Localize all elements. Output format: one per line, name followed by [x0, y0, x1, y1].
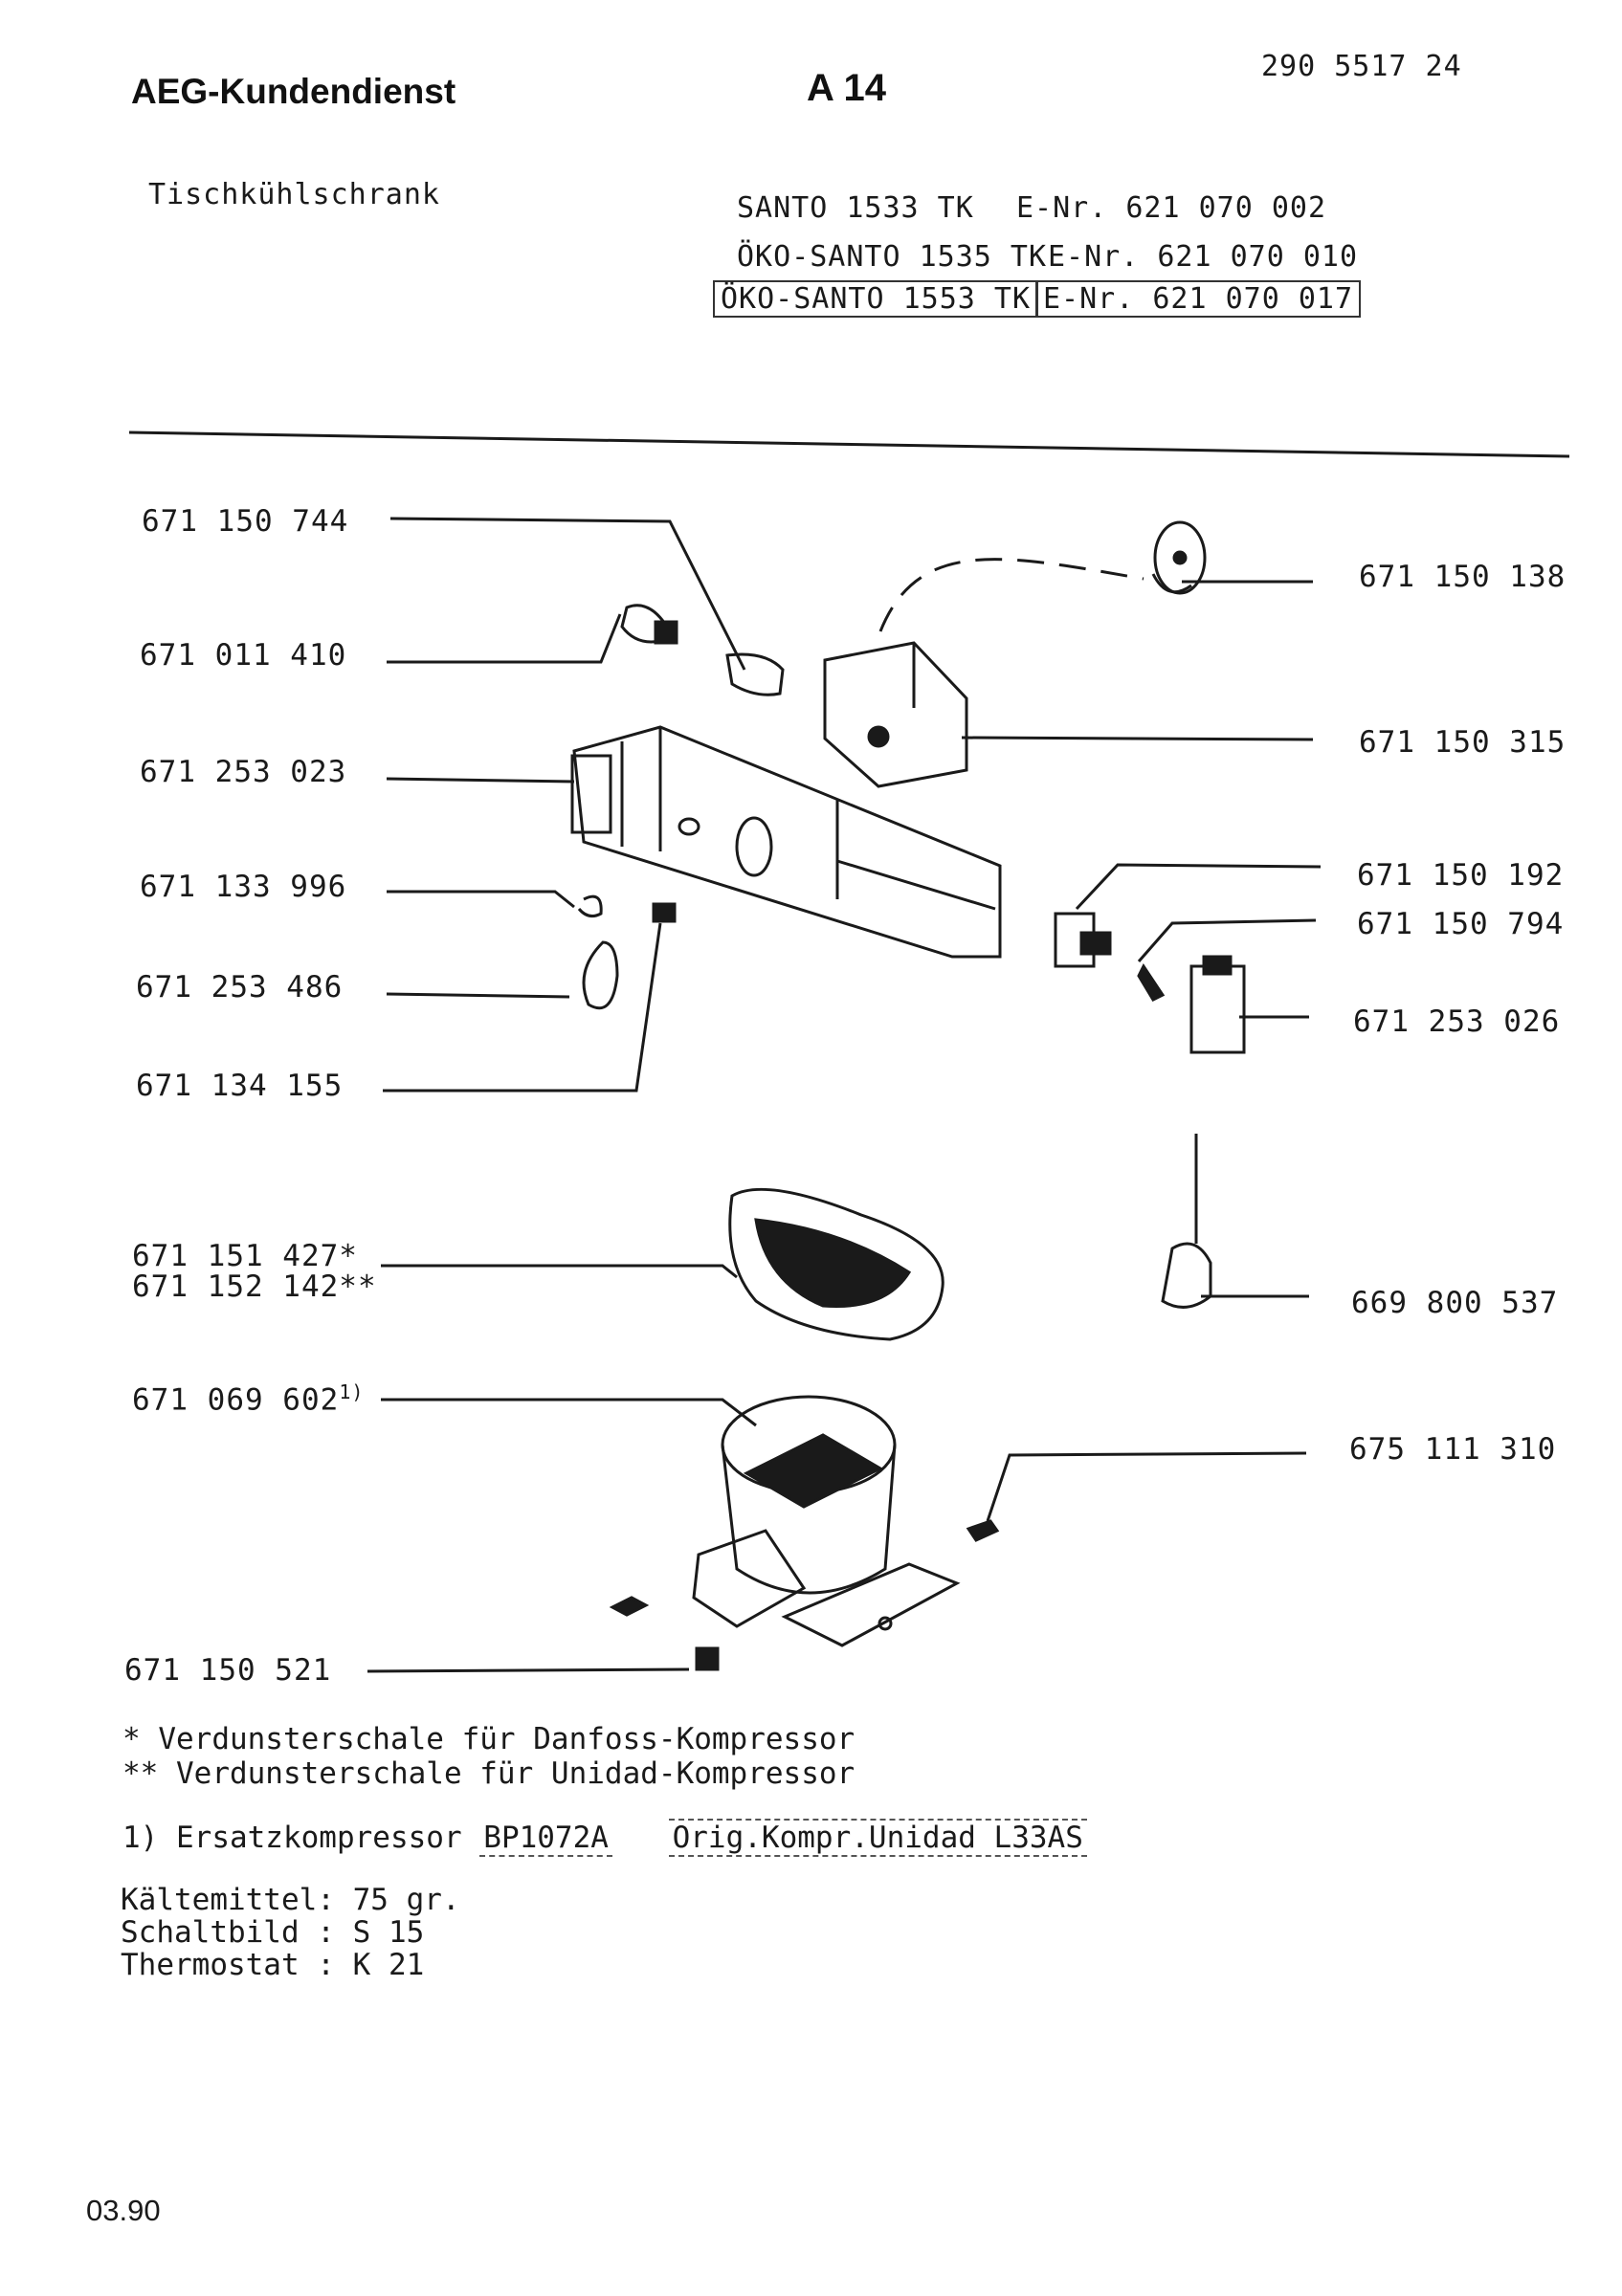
- note-danfoss: * Verdunsterschale für Danfoss-Kompresso…: [122, 1722, 855, 1756]
- model-enr-2: E-Nr. 621 070 010: [1048, 240, 1359, 274]
- part-number-left: 671 151 427*: [132, 1239, 358, 1273]
- part-number-value: 671 069 602: [132, 1382, 340, 1418]
- leader-line: [381, 1264, 738, 1279]
- rail-knob-hole: [735, 816, 773, 877]
- mounting-clip-left: [609, 1596, 650, 1617]
- part-number-left: 671 150 521: [124, 1653, 332, 1688]
- lamp-socket: [654, 620, 678, 645]
- switch-contact: [1137, 963, 1166, 1002]
- document-number: 290 5517 24: [1261, 50, 1462, 83]
- model-name-3: ÖKO-SANTO 1553 TK: [713, 280, 1039, 318]
- part-number-left: 671 134 155: [136, 1069, 344, 1103]
- compressor-terminal-box: [692, 1529, 807, 1628]
- knob-base: [1151, 573, 1192, 594]
- leader-line: [367, 1667, 690, 1673]
- thermostat-knob: [1153, 520, 1207, 595]
- leader-line: [986, 1451, 1307, 1522]
- brand-title: AEG-Kundendienst: [131, 72, 456, 111]
- footnote-marker: 1): [339, 1380, 365, 1403]
- model-enr-1: E-Nr. 621 070 002: [1016, 191, 1327, 225]
- compressor-body: [721, 1444, 897, 1595]
- rail-end-block: [570, 754, 612, 834]
- lamp-cover: [725, 652, 785, 696]
- tray-basin: [754, 1218, 912, 1309]
- footnote-prefix: 1) Ersatzkompressor: [122, 1821, 462, 1855]
- evaporation-tray: [728, 1187, 944, 1341]
- knob-center: [1172, 550, 1188, 565]
- leader-line: [1075, 863, 1322, 911]
- part-number-right: 675 111 310: [1349, 1432, 1557, 1467]
- compressor-label-plate: [743, 1433, 884, 1509]
- document-date: 03.90: [86, 2194, 161, 2227]
- screw-part: [652, 902, 677, 923]
- part-number-right: 671 150 192: [1357, 858, 1565, 893]
- part-number-left: 671 253 023: [140, 755, 347, 789]
- part-number-right: 671 150 794: [1357, 907, 1565, 941]
- leader-line: [387, 613, 622, 664]
- leader-line: [386, 992, 570, 999]
- control-box: [823, 641, 968, 788]
- leader-line: [1137, 918, 1317, 962]
- spec-wiring-diagram: Schaltbild : S 15: [121, 1915, 425, 1950]
- part-number-right: 669 800 537: [1351, 1286, 1559, 1320]
- door-switch-contact: [1079, 931, 1112, 956]
- spec-refrigerant: Kältemittel: 75 gr.: [121, 1883, 460, 1917]
- model-enr-3: E-Nr. 621 070 017: [1035, 280, 1362, 318]
- leader-line: [386, 777, 575, 784]
- control-box-screw: [867, 725, 890, 748]
- leader-line: [389, 517, 746, 671]
- page-code: A 14: [807, 67, 887, 109]
- housing-rail: [572, 725, 1002, 959]
- part-number-right: 671 253 026: [1353, 1004, 1561, 1039]
- model-name-2: ÖKO-SANTO 1535 TK: [737, 240, 1048, 274]
- spec-thermostat: Thermostat : K 21: [121, 1948, 425, 1982]
- part-number-left: 671 011 410: [140, 638, 347, 673]
- rail-slot: [678, 817, 700, 836]
- rail-edge: [836, 859, 996, 911]
- part-number-right: 671 150 138: [1359, 560, 1566, 594]
- power-plug: [1161, 1242, 1212, 1309]
- footnote-model: BP1072A: [479, 1821, 612, 1857]
- clip-part: [577, 894, 603, 918]
- knob-part: [582, 940, 619, 1010]
- relay-box: [1189, 964, 1246, 1054]
- leader-line: [381, 1398, 757, 1427]
- product-category: Tischkühlschrank: [148, 178, 440, 211]
- leader-line: [961, 736, 1314, 741]
- compressor-base-plate: [781, 1562, 961, 1647]
- note-unidad: ** Verdunsterschale für Unidad-Kompresso…: [122, 1756, 855, 1791]
- model-name-1: SANTO 1533 TK: [737, 191, 974, 225]
- part-number-left: 671 133 996: [140, 870, 347, 904]
- relay-terminal: [1202, 955, 1233, 976]
- mounting-clip-right: [966, 1519, 1000, 1542]
- header-divider: [128, 430, 1570, 458]
- footnote-original: Orig.Kompr.Unidad L33AS: [668, 1819, 1087, 1857]
- leader-line: [383, 922, 662, 1093]
- leader-line: [387, 890, 575, 909]
- footnote-replacement: 1) Ersatzkompressor BP1072A Orig.Kompr.U…: [122, 1819, 1087, 1857]
- part-number-left: 671 253 486: [136, 970, 344, 1004]
- grommet-part: [695, 1646, 720, 1671]
- part-number-right: 671 150 315: [1359, 725, 1566, 760]
- capillary-tube: [878, 558, 1144, 632]
- base-plate-hole: [878, 1616, 893, 1631]
- part-number-left: 671 152 142**: [132, 1269, 377, 1304]
- part-number-left: 671 150 744: [142, 504, 349, 539]
- part-number-left: 671 069 6021): [132, 1380, 364, 1417]
